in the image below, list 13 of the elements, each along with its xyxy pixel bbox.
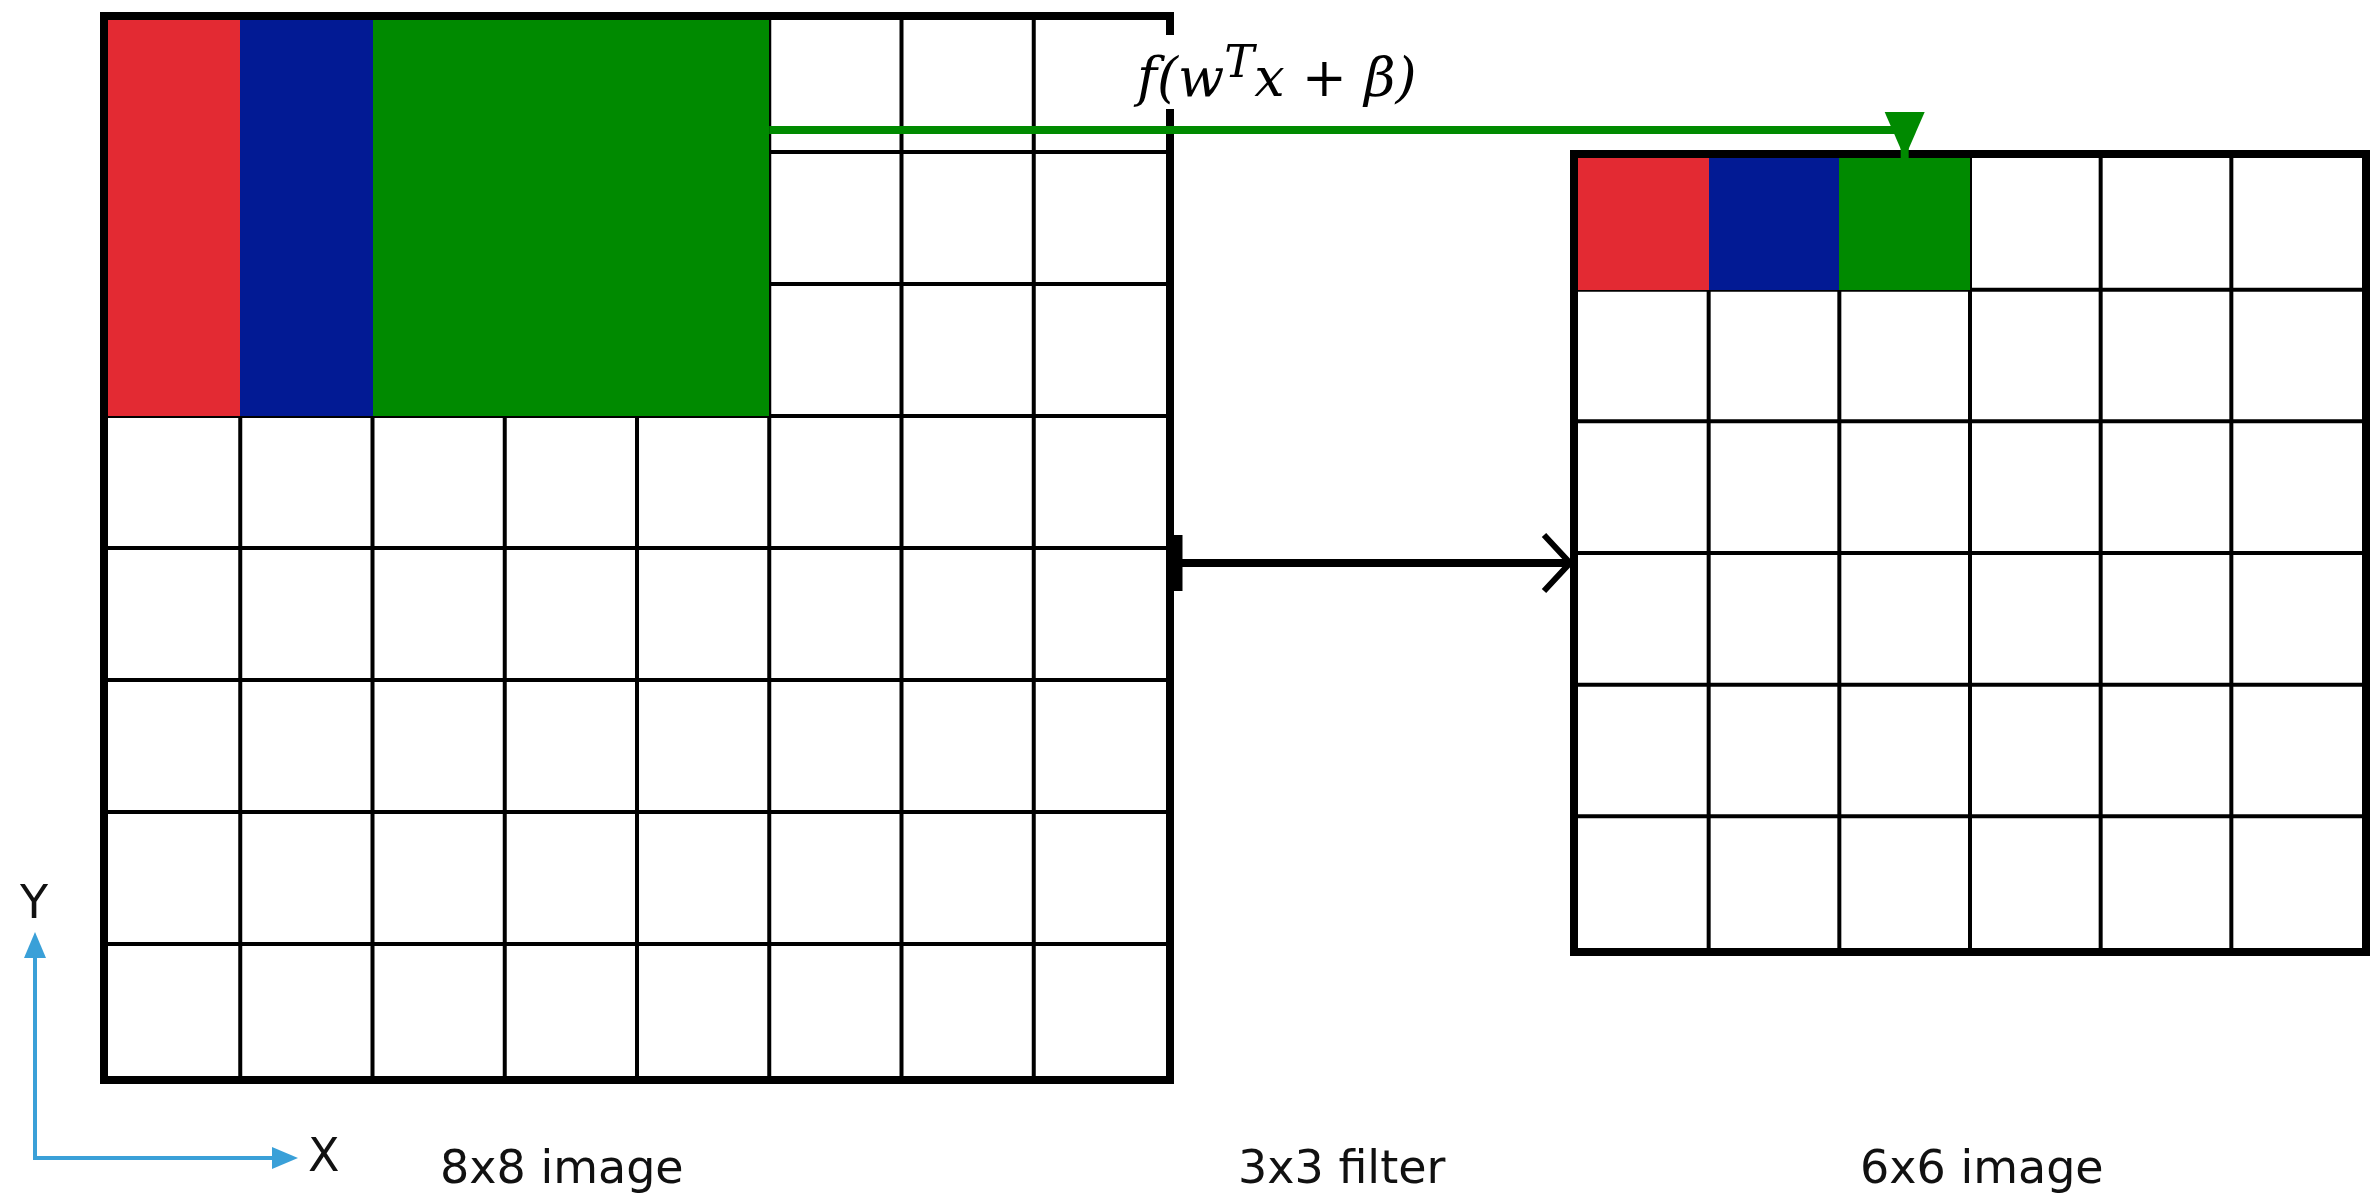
highlighted-cell: [108, 20, 241, 416]
highlighted-cell: [240, 20, 373, 416]
maps-to-arrow: [1173, 532, 1573, 594]
axis-label: X: [308, 1128, 340, 1182]
highlighted-cell: [1708, 158, 1840, 290]
arrow: [769, 112, 1925, 158]
axis-label: Y: [20, 875, 49, 929]
highlighted-cell: [372, 20, 770, 416]
highlighted-cell: [1578, 158, 1709, 290]
highlighted-cell: [1839, 158, 1970, 290]
grid-caption: 8x8 image: [440, 1140, 684, 1194]
grid-caption: 6x6 image: [1860, 1140, 2104, 1194]
filter-caption: 3x3 filter: [1238, 1140, 1446, 1194]
